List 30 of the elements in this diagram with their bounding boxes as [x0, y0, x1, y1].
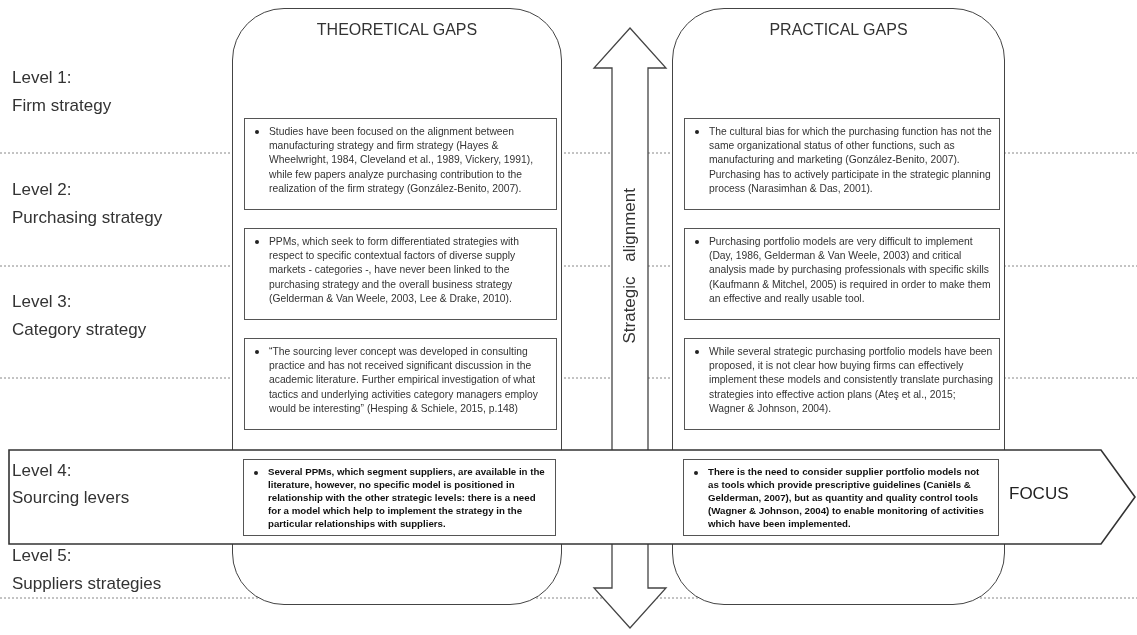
level-number: Level 5: [12, 546, 72, 566]
level-name: Purchasing strategy [12, 208, 163, 228]
gap-text-box [684, 338, 1000, 430]
gap-text-box [244, 338, 557, 430]
level-number: Level 1: [12, 68, 72, 88]
focus-text-box [243, 459, 556, 536]
bullet-text: PPMs, which seek to form differentiated strategies with respect to specific contextual factors of diverse supply markets - categories -, have never been linked to the purchasing strategy and the overall business strategy (Gelderman & Van Weele, 2003, Lee & Drake, 2010). [269, 236, 519, 304]
panel-heading: PRACTICAL GAPS [768, 21, 909, 39]
level-name: Firm strategy [12, 96, 112, 116]
bullet-text: The cultural bias for which the purchasing function has not the same organizational status of other functions, such as manufacturing and marketing (González-Benito, 2007). Purchasing has to actively participate in the strategic planning process (Narasimhan & Das, 2001). [709, 126, 992, 194]
panel-heading: THEORETICAL GAPS [315, 21, 479, 39]
gap-text-box [684, 228, 1000, 320]
focus-text-box [683, 459, 999, 536]
arrow-label: Strategic alignment [619, 188, 640, 344]
level-name: Category strategy [12, 320, 147, 340]
level-number: Level 2: [12, 180, 72, 200]
level-number: Level 3: [12, 292, 72, 312]
level-name: Suppliers strategies [12, 574, 162, 594]
gap-text-box [244, 118, 557, 210]
bullet-text: Purchasing portfolio models are very difficult to implement (Day, 1986, Gelderman & Van Weele, 2003) and critical analysis made by purchasing professionals with specific skills (Kaufmann & Mitchel, 2005) is required in order to make them an effective and really usable tool. [709, 236, 991, 304]
bullet-text: Studies have been focused on the alignment between manufacturing strategy and firm strategy (Hayes & Wheelwright, 1984, Cleveland et al., 1989, Vickery, 1991), while few papers analyze purchasing contribution to the realization of the firm strategy (González-Benito, 2007). [269, 126, 534, 194]
bullet-text: Several PPMs, which segment suppliers, are available in the literature, however, no specific model is positioned in relationship with the other strategic levels: there is a need for a model which help to implement the strategy in the particular relationships with suppliers. [268, 466, 545, 529]
bullet-text: “The sourcing lever concept was developed in consulting practice and has not received significant discussion in the academic literature. Further empirical investigation of what tactics and underlying activities category managers employ would be interesting” (Hesping & Schiele, 2015, p.148) [269, 346, 538, 414]
bullet-text: There is the need to consider supplier portfolio models not as tools which provide prescriptive guidelines (Caniëls & Gelderman, 2007), but as quantity and quality control tools (Wagner & Johnson, 2004) to enable monitoring of activities which have been implemented. [708, 466, 984, 529]
level-name: Sourcing levers [12, 488, 130, 508]
level-number: Level 4: [12, 461, 72, 481]
gap-text-box [244, 228, 557, 320]
gap-text-box [684, 118, 1000, 210]
bullet-text: While several strategic purchasing portfolio models have been proposed, it is not clear how buying firms can effectively implement these models and consistently translate purchasing strategies into effective action plans (Ateş et al., 2015; Wagner & Johnson, 2004). [709, 346, 993, 414]
focus-label: FOCUS [1009, 484, 1069, 504]
